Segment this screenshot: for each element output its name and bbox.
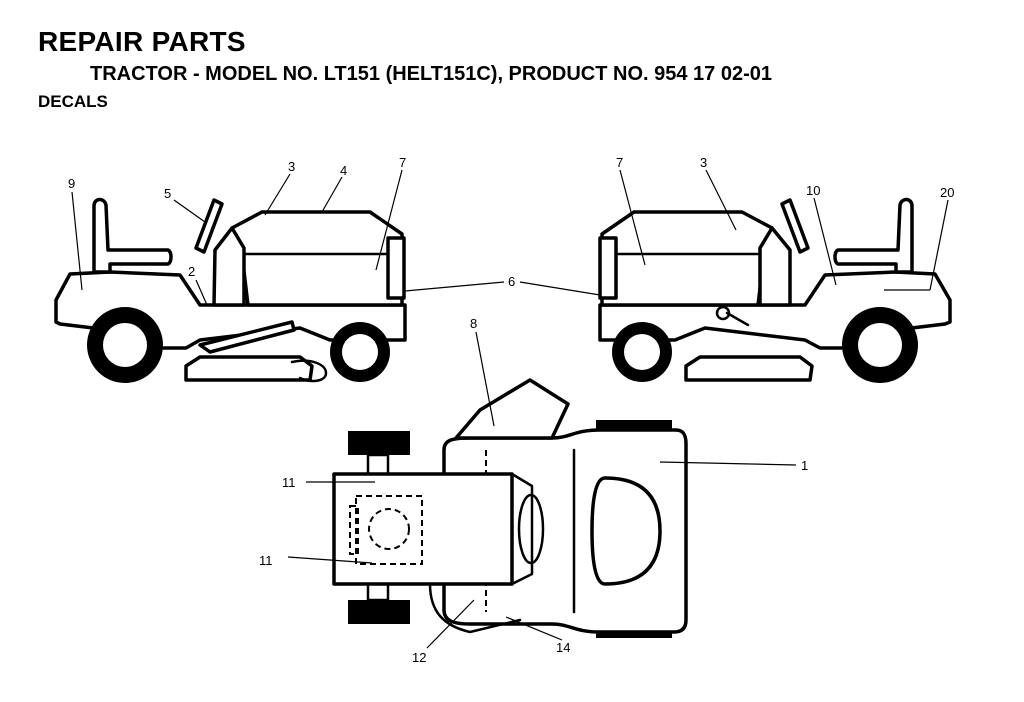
- left-seat: [92, 197, 173, 274]
- left-dash: [212, 226, 246, 307]
- page-subtitle: TRACTOR - MODEL NO. LT151 (HELT151C), PR…: [90, 63, 772, 85]
- top-fuel-cap: [517, 493, 545, 565]
- right-lift-lever: [725, 311, 750, 327]
- left-grille: [386, 236, 406, 300]
- tractor-right-side-view: [598, 197, 952, 383]
- callout-11-upper: 11: [282, 475, 296, 490]
- left-steering-wheel: [194, 198, 224, 254]
- callout-20: 20: [940, 185, 954, 200]
- callout-6: 6: [508, 274, 515, 289]
- callout-1: 1: [801, 458, 808, 473]
- right-mower-deck: [684, 355, 814, 382]
- tractor-left-side-view: [54, 197, 407, 383]
- callout-10: 10: [806, 183, 820, 198]
- top-front-tire-upper: [348, 431, 410, 455]
- leader-lines: [71, 169, 949, 649]
- top-seat: [590, 476, 662, 586]
- callout-14: 14: [556, 640, 570, 655]
- top-hood: [332, 472, 514, 586]
- left-deck-chute: [290, 359, 328, 383]
- right-grille: [598, 236, 618, 300]
- callout-3-right: 3: [700, 155, 707, 170]
- callout-5: 5: [164, 186, 171, 201]
- right-seat: [833, 197, 914, 274]
- left-mower-deck: [184, 355, 314, 382]
- callout-7-right: 7: [616, 155, 623, 170]
- callout-8: 8: [470, 316, 477, 331]
- callout-4: 4: [340, 163, 347, 178]
- callout-11-lower: 11: [259, 553, 273, 568]
- page-title: REPAIR PARTS: [38, 26, 246, 57]
- right-hood: [600, 210, 774, 307]
- top-decal-area: [355, 495, 423, 565]
- callout-numbers: 9 5 3 4 7 2 6 7 3 10 20 8 1 11 11 12 14: [68, 155, 954, 665]
- callout-2: 2: [188, 264, 195, 279]
- callout-12: 12: [412, 650, 426, 665]
- tractor-top-view: [332, 378, 688, 638]
- top-hood-front: [454, 378, 570, 440]
- right-steering-wheel: [780, 198, 810, 254]
- callout-3-left: 3: [288, 159, 295, 174]
- top-bumper: [428, 582, 522, 634]
- callout-9: 9: [68, 176, 75, 191]
- left-hood: [230, 210, 404, 307]
- top-front-tire-lower: [348, 600, 410, 624]
- left-pedal: [198, 320, 296, 354]
- callout-7-left: 7: [399, 155, 406, 170]
- right-dash: [758, 226, 792, 307]
- section-heading: DECALS: [38, 92, 108, 111]
